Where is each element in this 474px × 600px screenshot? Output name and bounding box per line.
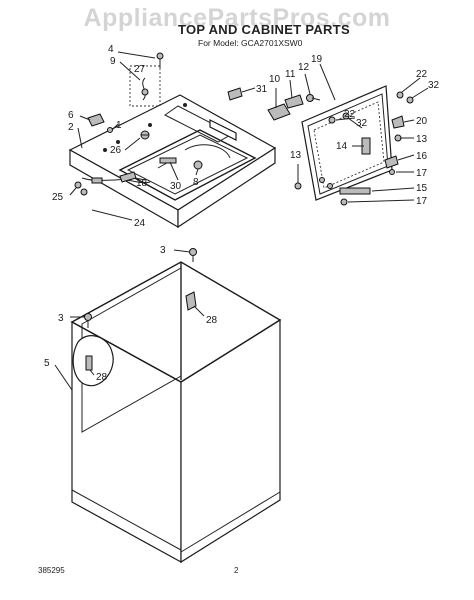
callout-label: 9 xyxy=(110,56,116,67)
switch-parts xyxy=(227,87,321,121)
callout-label: 28 xyxy=(96,372,108,383)
callout-label: 32 xyxy=(428,80,440,91)
diagram-code: 385295 xyxy=(38,566,65,575)
callout-label: 22 xyxy=(344,109,356,120)
callout-label: 31 xyxy=(256,84,268,95)
callout-label: 4 xyxy=(108,44,114,55)
callout-labels: 4 9 27 6 2 1 26 25 24 18 30 8 31 10 11 1… xyxy=(44,44,440,383)
callout-label: 5 xyxy=(44,358,50,369)
callout-label: 14 xyxy=(336,141,348,152)
callout-label: 13 xyxy=(290,150,302,161)
callout-label: 10 xyxy=(269,74,281,85)
callout-label: 17 xyxy=(416,168,428,179)
watermark: AppliancePartsPros.com xyxy=(83,4,391,32)
top-fasteners xyxy=(74,113,203,196)
callout-label: 12 xyxy=(298,62,310,73)
callout-label: 16 xyxy=(416,151,428,162)
callout-label: 24 xyxy=(134,218,146,229)
callout-label: 6 xyxy=(68,110,74,121)
callout-label: 13 xyxy=(416,134,428,145)
callout-label: 26 xyxy=(110,145,122,156)
callout-label: 20 xyxy=(416,116,428,127)
callout-label: 22 xyxy=(416,69,428,80)
panel-hardware xyxy=(294,91,414,206)
callout-label: 3 xyxy=(160,245,166,256)
callout-label: 1 xyxy=(116,120,122,131)
callout-label: 27 xyxy=(134,64,146,75)
cabinet xyxy=(70,261,282,564)
callout-label: 30 xyxy=(170,181,182,192)
callout-label: 11 xyxy=(285,69,296,80)
callout-label: 25 xyxy=(52,192,64,203)
model-subtitle: For Model: GCA2701XSW0 xyxy=(198,38,303,48)
callout-label: 8 xyxy=(193,177,199,188)
wire-assembly xyxy=(129,52,164,107)
leader-lines xyxy=(54,51,429,391)
callout-label: 17 xyxy=(416,196,428,207)
cabinet-screws xyxy=(84,248,197,328)
callout-label: 2 xyxy=(68,122,74,133)
callout-label: 15 xyxy=(416,183,428,194)
callout-label: 32 xyxy=(356,118,368,129)
callout-label: 19 xyxy=(311,54,323,65)
top-assembly xyxy=(68,94,277,229)
page-number: 2 xyxy=(234,566,239,575)
callout-label: 18 xyxy=(136,178,148,189)
diagram-title: TOP AND CABINET PARTS xyxy=(178,22,350,37)
callout-label: 3 xyxy=(58,313,64,324)
callout-label: 28 xyxy=(206,315,218,326)
